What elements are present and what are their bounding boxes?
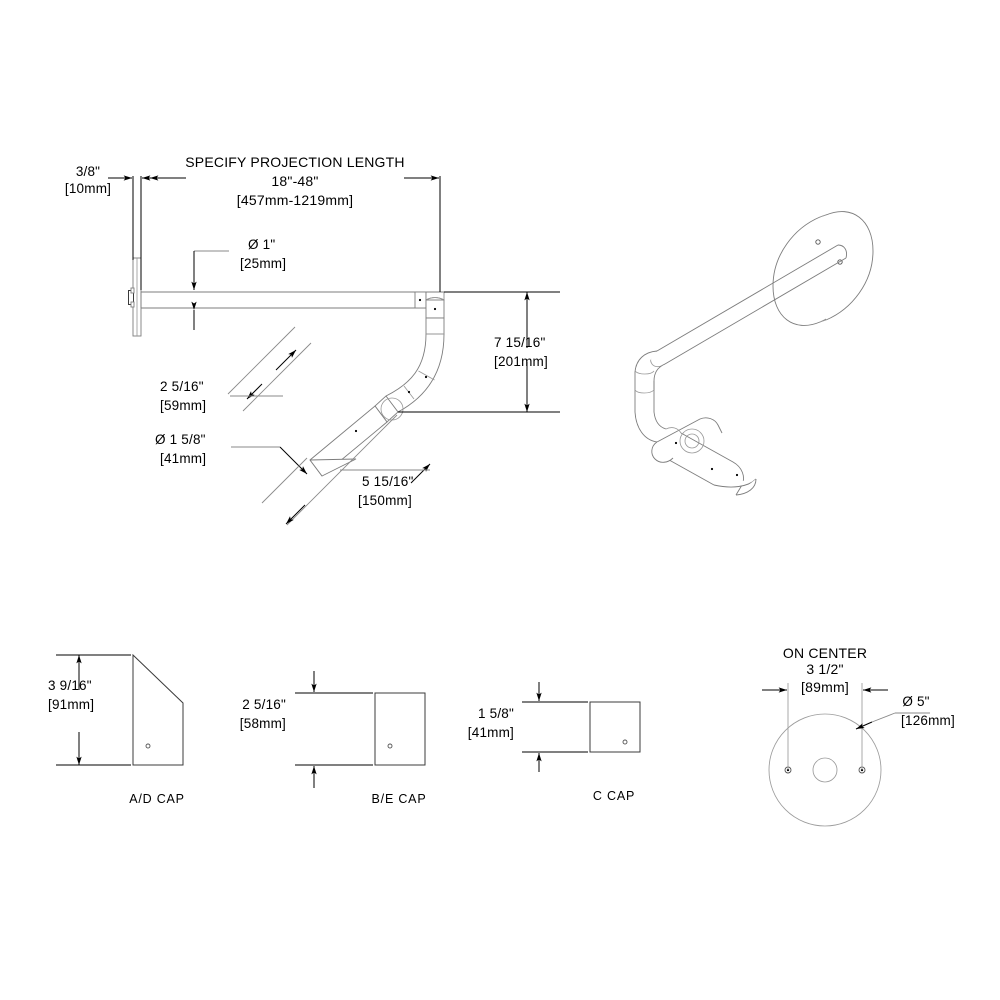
dim-shade-length-imperial: 5 15/16" — [362, 474, 413, 489]
dimension-shade-length: 5 15/16" [150mm] — [261, 414, 431, 526]
dim-ad-cap-metric: [91mm] — [48, 697, 94, 712]
dim-stem-diameter-imperial: Ø 1" — [248, 237, 275, 252]
dimension-shade-width: 2 5/16" [59mm] — [160, 326, 312, 413]
iso-backplate-disc — [772, 211, 874, 326]
iso-elbow-and-drop — [634, 350, 667, 443]
on-center-imperial: 3 1/2" — [806, 661, 843, 677]
dim-shade-width-imperial: 2 5/16" — [160, 379, 204, 394]
dim-be-cap-metric: [58mm] — [240, 716, 286, 731]
c-cap-label: C CAP — [593, 789, 635, 803]
dim-shade-diameter-metric: [41mm] — [160, 451, 206, 466]
dim-stem-diameter-metric: [25mm] — [240, 256, 286, 271]
dimension-stem-diameter: Ø 1" [25mm] — [191, 237, 286, 330]
on-center-label: ON CENTER — [783, 645, 867, 661]
iso-lamp-head — [651, 417, 757, 496]
dim-shade-length-metric: [150mm] — [358, 493, 412, 508]
dim-drop-height-metric: [201mm] — [494, 354, 548, 369]
dim-backplate-thickness-metric: [10mm] — [65, 181, 111, 196]
elbow-fitting — [425, 291, 445, 335]
backplate-front-view-detail: ON CENTER 3 1/2" [89mm] Ø 5" [126mm] — [762, 645, 955, 827]
dim-projection-metric: [457mm-1219mm] — [237, 192, 353, 208]
backplate-diameter-imperial: Ø 5" — [902, 694, 929, 709]
dim-backplate-thickness-imperial: 3/8" — [76, 164, 100, 179]
dim-drop-height-imperial: 7 15/16" — [494, 335, 545, 350]
curved-bend-section — [385, 333, 445, 413]
dim-c-cap-metric: [41mm] — [468, 725, 514, 740]
dim-c-cap-imperial: 1 5/8" — [478, 706, 514, 721]
dim-shade-width-metric: [59mm] — [160, 398, 206, 413]
dim-ad-cap-imperial: 3 9/16" — [48, 678, 92, 693]
dim-projection-caption: SPECIFY PROJECTION LENGTH — [185, 154, 404, 170]
be-cap-label: B/E CAP — [372, 792, 427, 806]
dimension-backplate-thickness: 3/8" [10mm] — [65, 164, 166, 290]
backplate-diameter-metric: [126mm] — [901, 713, 955, 728]
ad-cap-label: A/D CAP — [129, 792, 185, 806]
c-cap-detail: 1 5/8" [41mm] C CAP — [468, 682, 641, 803]
dim-projection-imperial: 18"-48" — [271, 173, 318, 189]
ad-cap-detail: 3 9/16" [91mm] A/D CAP — [48, 653, 185, 806]
isometric-3d-view — [634, 211, 874, 496]
horizontal-stem-tube — [140, 291, 427, 309]
on-center-metric: [89mm] — [801, 679, 849, 695]
main-side-elevation-view: 3/8" [10mm] SPECIFY PROJECTION LENGTH 18… — [65, 154, 560, 526]
dimension-drop-height: 7 15/16" [201mm] — [398, 291, 560, 413]
dim-shade-diameter-imperial: Ø 1 5/8" — [155, 432, 206, 447]
dimension-projection-length: SPECIFY PROJECTION LENGTH 18"-48" [457mm… — [149, 154, 441, 292]
dim-be-cap-imperial: 2 5/16" — [242, 697, 286, 712]
be-cap-detail: 2 5/16" [58mm] B/E CAP — [240, 671, 427, 806]
dimension-shade-diameter: Ø 1 5/8" [41mm] — [155, 432, 308, 475]
